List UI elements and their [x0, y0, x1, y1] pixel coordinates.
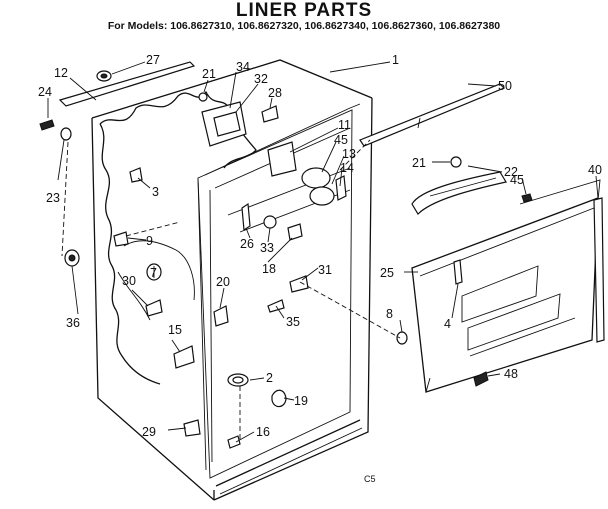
callout-48: 48	[504, 367, 518, 381]
callout-34: 34	[236, 60, 250, 74]
callout-40: 40	[588, 163, 602, 177]
callout-21-right: 21	[412, 156, 426, 170]
callout-8: 8	[386, 307, 393, 321]
callout-1: 1	[392, 53, 399, 67]
callout-25: 25	[380, 266, 394, 280]
callout-28: 28	[268, 86, 282, 100]
callout-24: 24	[38, 85, 52, 99]
small-parts	[39, 70, 533, 449]
top-rail-parts	[58, 61, 506, 147]
callout-31: 31	[318, 263, 332, 277]
callout-45-fan: 45	[334, 133, 348, 147]
callout-19: 19	[294, 394, 308, 408]
callout-3: 3	[152, 185, 159, 199]
callout-21-top: 21	[202, 67, 216, 81]
callout-29: 29	[142, 425, 156, 439]
callout-22: 22	[504, 165, 518, 179]
callout-35: 35	[286, 315, 300, 329]
callout-2: 2	[266, 371, 273, 385]
callout-16: 16	[256, 425, 270, 439]
page-title: LINER PARTS	[235, 0, 373, 21]
callout-26: 26	[240, 237, 254, 251]
vertical-trim-bar	[593, 197, 605, 343]
callout-20: 20	[216, 275, 230, 289]
callout-30: 30	[122, 274, 136, 288]
callout-4: 4	[444, 317, 451, 331]
callout-36: 36	[66, 316, 80, 330]
callout-12: 12	[54, 66, 68, 80]
callout-14: 14	[340, 161, 354, 175]
callout-13: 13	[342, 147, 356, 161]
callout-27: 27	[146, 53, 160, 67]
reference-lines	[61, 139, 401, 440]
callout-11: 11	[338, 118, 351, 132]
callout-50: 50	[498, 79, 512, 93]
callout-7: 7	[150, 266, 157, 280]
cabinet-liner	[91, 59, 373, 501]
door-liner-panel	[411, 179, 601, 393]
leader-lines	[47, 61, 599, 443]
callout-15: 15	[168, 323, 182, 337]
callout-45-right: 45	[510, 173, 524, 187]
callout-labels: 27 12 24 23 21 34 32 28 1 50 11 45 13 14…	[38, 53, 602, 484]
callout-18: 18	[262, 262, 276, 276]
callout-33: 33	[260, 241, 274, 255]
callout-23: 23	[46, 191, 60, 205]
models-subtitle: For Models: 106.8627310, 106.8627320, 10…	[107, 20, 501, 32]
callout-9: 9	[146, 234, 153, 248]
callout-32: 32	[254, 72, 268, 86]
diagram-code: C5	[364, 474, 376, 484]
